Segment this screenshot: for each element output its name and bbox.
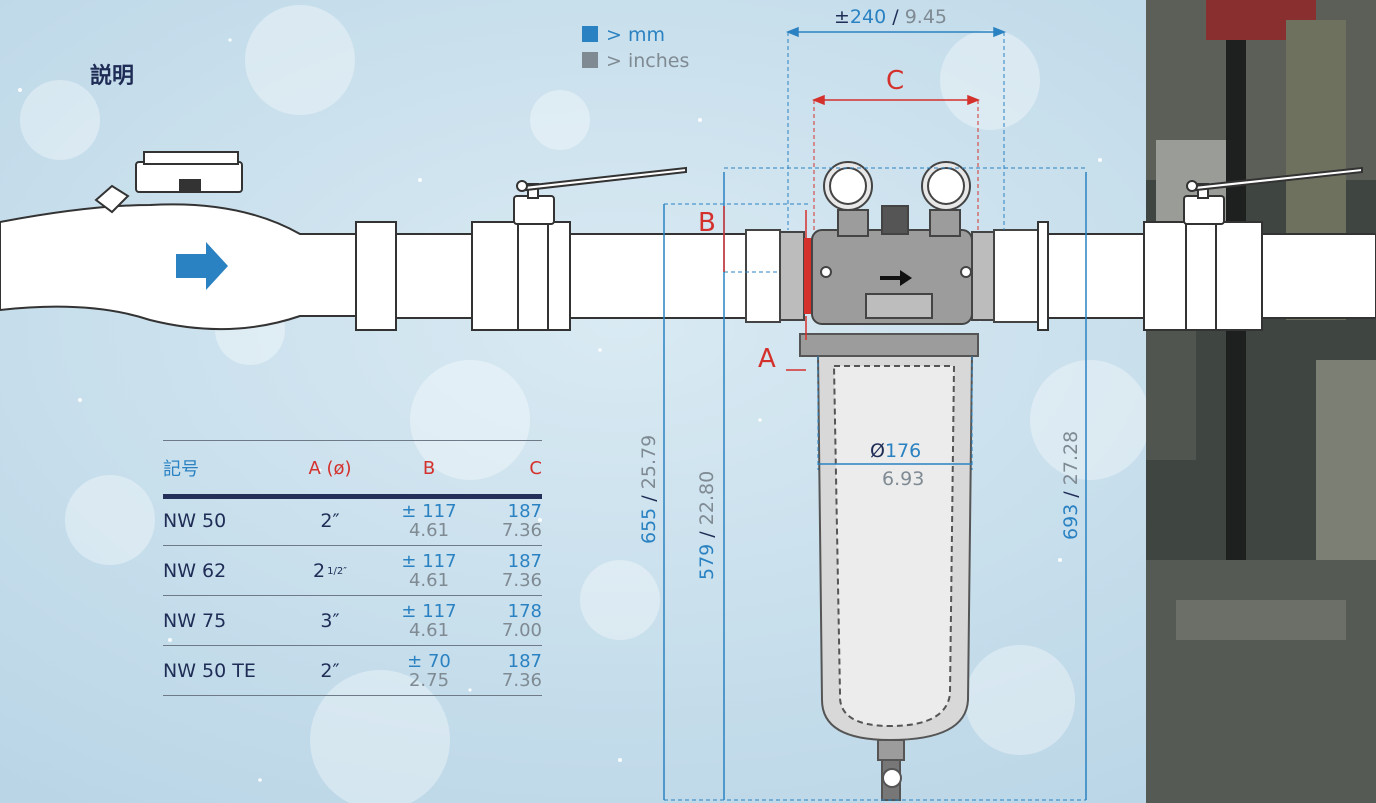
row-c-mm: 187 — [507, 551, 542, 572]
row-a: 3″ — [283, 596, 377, 646]
header-b: B — [422, 457, 436, 479]
dim-width-sep: / — [892, 6, 899, 28]
legend-mm-swatch — [582, 26, 598, 42]
legend-inches-label: > inches — [606, 50, 690, 72]
row-model: NW 75 — [163, 610, 227, 632]
legend-inches: > inches — [582, 48, 689, 74]
dim-579-mm: 579 — [696, 543, 718, 580]
dim-width-mm: 240 — [849, 6, 887, 28]
row-b-mm: ± 70 — [407, 651, 451, 672]
row-b-mm: ± 117 — [401, 501, 457, 522]
dim-693-mm: 693 — [1060, 503, 1082, 540]
row-model: NW 62 — [163, 560, 227, 582]
row-a: 2″ — [283, 646, 377, 696]
dim-diameter: Ø176 — [870, 440, 921, 462]
row-a-value: 2″ — [320, 660, 340, 682]
row-b-in: 2.75 — [408, 670, 450, 691]
row-b-in: 4.61 — [408, 520, 450, 541]
row-a: 2″ — [283, 496, 377, 546]
unit-legend: > mm > inches — [582, 22, 689, 74]
dim-height-693: 693 / 27.28 — [1060, 431, 1082, 540]
row-b-in: 4.61 — [408, 620, 450, 641]
dim-diameter-mm: 176 — [884, 440, 922, 462]
dim-width-prefix: ± — [834, 6, 850, 28]
water-meter — [0, 151, 357, 331]
legend-inches-swatch — [582, 52, 598, 68]
row-model: NW 50 — [163, 510, 227, 532]
row-b-in: 4.61 — [408, 570, 450, 591]
dim-height-655: 655 / 25.79 — [638, 435, 660, 544]
row-b-mm: ± 117 — [401, 551, 457, 572]
row-a-value: 3″ — [320, 610, 340, 632]
row-c-in: 7.36 — [501, 520, 542, 541]
row-c-mm: 187 — [507, 651, 542, 672]
dim-579-in: 22.80 — [696, 470, 718, 526]
dim-width-total: ±240 / 9.45 — [834, 6, 947, 28]
legend-mm: > mm — [582, 22, 689, 48]
header-symbol: 記号 — [163, 459, 199, 480]
row-c-mm: 178 — [507, 601, 542, 622]
row-a-value: 2″ — [320, 510, 340, 532]
dim-655-mm: 655 — [638, 507, 660, 544]
row-model: NW 50 TE — [163, 660, 256, 682]
row-b-mm: ± 117 — [401, 601, 457, 622]
row-c-in: 7.36 — [501, 570, 542, 591]
row-a-fraction: 1/2″ — [327, 565, 347, 577]
dim-655-in: 25.79 — [638, 434, 660, 490]
dim-diameter-in: 6.93 — [882, 468, 925, 490]
dim-diameter-prefix: Ø — [870, 440, 885, 462]
row-c-in: 7.36 — [501, 670, 542, 691]
filter-body — [745, 161, 1039, 325]
dim-579-sep: / — [696, 531, 718, 538]
header-a: A (ø) — [308, 457, 352, 479]
table-header-row: 記号 A (ø) B C — [163, 440, 542, 499]
flow-arrow-icon — [176, 242, 228, 290]
page-title: 説明 — [90, 64, 135, 89]
row-a-value: 2 — [313, 560, 326, 582]
row-c-mm: 187 — [507, 501, 542, 522]
dim-b-label: B — [698, 208, 716, 238]
dim-655-sep: / — [638, 495, 660, 502]
header-c: C — [529, 457, 542, 479]
dim-width-in: 9.45 — [904, 6, 947, 28]
dim-693-sep: / — [1060, 491, 1082, 498]
dim-693-in: 27.28 — [1060, 430, 1082, 486]
row-c-in: 7.00 — [501, 620, 542, 641]
dim-c-label: C — [886, 66, 905, 96]
legend-mm-label: > mm — [606, 24, 665, 46]
dim-height-579: 579 / 22.80 — [696, 471, 718, 580]
dim-a-label: A — [758, 344, 776, 374]
